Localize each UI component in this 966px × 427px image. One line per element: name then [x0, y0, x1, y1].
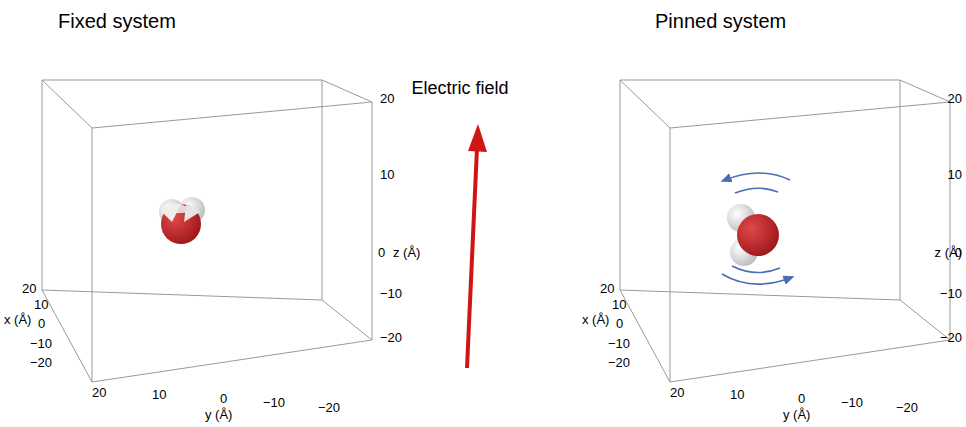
axis-box: [42, 80, 950, 382]
box-edge: [620, 80, 900, 81]
axis-title: z (Å): [935, 246, 962, 261]
panel-title: Fixed system: [58, 10, 176, 33]
z-tick: 20: [380, 92, 394, 107]
y-tick: −20: [318, 401, 340, 416]
box-edge: [42, 290, 322, 300]
water-molecule: [727, 204, 779, 266]
x-tick: −20: [30, 356, 52, 371]
x-tick: 10: [34, 298, 48, 313]
z-tick: 0: [378, 246, 385, 261]
box-edge: [92, 340, 372, 382]
box-edge: [322, 300, 372, 340]
box-edge: [900, 80, 901, 300]
x-tick: −10: [608, 337, 630, 352]
axis-title: z (Å): [393, 246, 420, 261]
box-edge: [42, 80, 92, 128]
box-edge: [670, 102, 950, 128]
z-tick: 10: [948, 168, 962, 183]
box-edge: [950, 102, 951, 340]
y-tick: −20: [896, 401, 918, 416]
axis-title: x (Å): [582, 313, 609, 328]
axis-title: y (Å): [783, 408, 810, 423]
field-arrow: [467, 124, 487, 368]
axis-title: x (Å): [4, 313, 31, 328]
y-tick: 10: [730, 388, 744, 403]
z-tick: 20: [948, 92, 962, 107]
x-tick: −10: [30, 337, 52, 352]
water-molecule: [159, 197, 205, 244]
x-tick: 0: [38, 317, 45, 332]
box-edge: [620, 290, 900, 300]
axis-title: y (Å): [205, 408, 232, 423]
x-tick: 0: [616, 317, 623, 332]
box-edge: [900, 80, 950, 102]
y-tick: 20: [92, 386, 106, 401]
x-tick: −20: [608, 356, 630, 371]
x-tick: 10: [612, 298, 626, 313]
y-tick: 10: [152, 388, 166, 403]
y-tick: 0: [220, 392, 227, 407]
z-tick: 10: [380, 168, 394, 183]
box-edge: [372, 102, 373, 340]
rotation-arrows: [722, 173, 790, 284]
box-edge: [322, 80, 372, 102]
box-edge: [670, 340, 950, 382]
field-label: Electric field: [410, 78, 510, 99]
box-edge: [322, 80, 323, 300]
x-tick: 20: [22, 282, 36, 297]
z-tick: −20: [380, 331, 402, 346]
z-tick: −10: [380, 287, 402, 302]
z-tick: −20: [940, 331, 962, 346]
z-tick: −10: [940, 287, 962, 302]
y-tick: −10: [841, 396, 863, 411]
x-tick: 20: [600, 282, 614, 297]
y-tick: −10: [263, 396, 285, 411]
y-tick: 20: [670, 386, 684, 401]
box-edge: [92, 128, 93, 382]
box-edge: [42, 80, 322, 81]
y-tick: 0: [798, 392, 805, 407]
box-edge: [620, 80, 670, 128]
box-edge: [620, 80, 621, 290]
box-edge: [92, 102, 372, 128]
panel-title: Pinned system: [655, 10, 786, 33]
box-edge: [42, 80, 43, 290]
box-edge: [670, 128, 671, 382]
